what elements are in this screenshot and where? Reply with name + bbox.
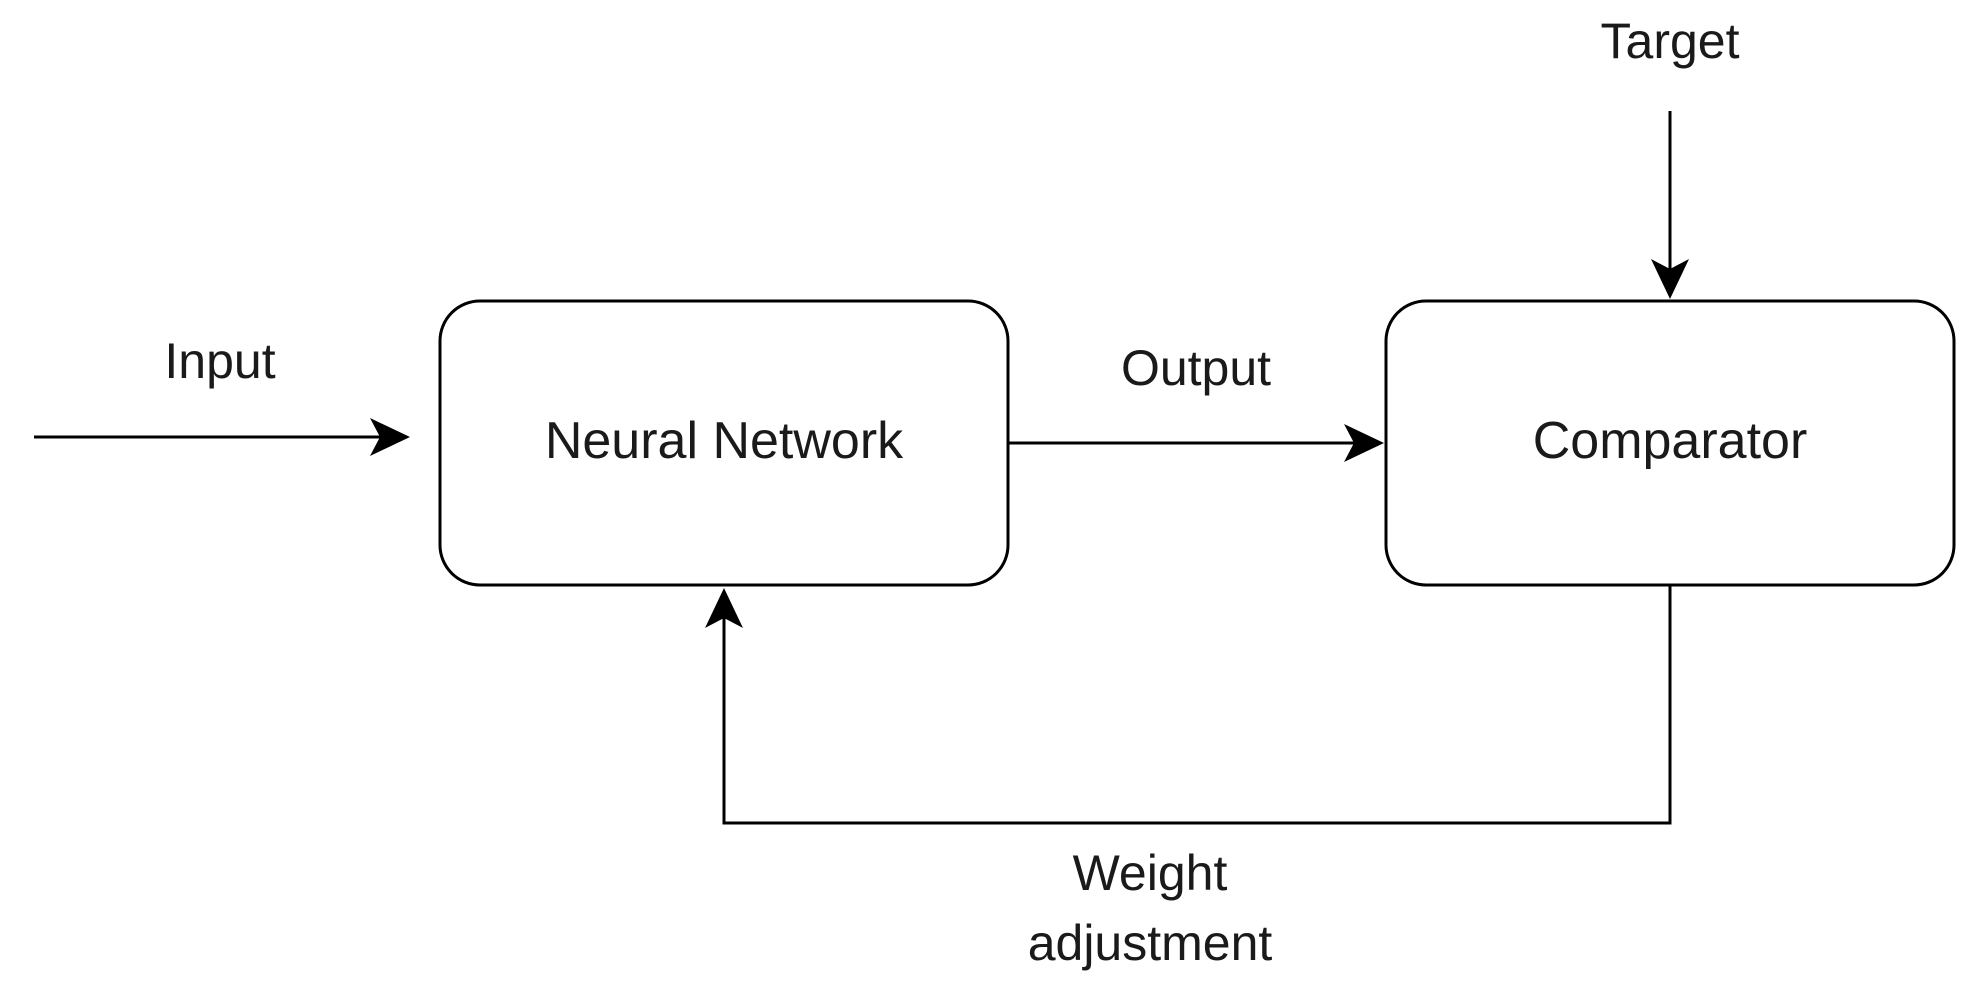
target-label: Target — [1601, 13, 1740, 69]
comparator-node: Comparator — [1384, 299, 1956, 587]
input-edge: Input — [34, 333, 410, 456]
weight-adjustment-arrow-line — [722, 585, 1672, 825]
weight-adjustment-label-line1: Weight — [1073, 845, 1228, 901]
weight-adjustment-arrow-head — [705, 588, 743, 628]
neural-network-label: Neural Network — [545, 412, 904, 470]
comparator-label: Comparator — [1533, 412, 1808, 470]
target-edge: Target — [1601, 13, 1740, 299]
output-edge: Output — [1008, 340, 1384, 462]
target-arrow-head — [1651, 259, 1689, 299]
input-label: Input — [164, 333, 275, 389]
output-label: Output — [1121, 340, 1271, 396]
output-arrow-head — [1344, 424, 1384, 462]
input-arrow-head — [370, 418, 410, 456]
weight-adjustment-edge: Weight adjustment — [705, 585, 1672, 971]
neural-network-node: Neural Network — [438, 299, 1010, 587]
weight-adjustment-label-line2: adjustment — [1028, 915, 1273, 971]
